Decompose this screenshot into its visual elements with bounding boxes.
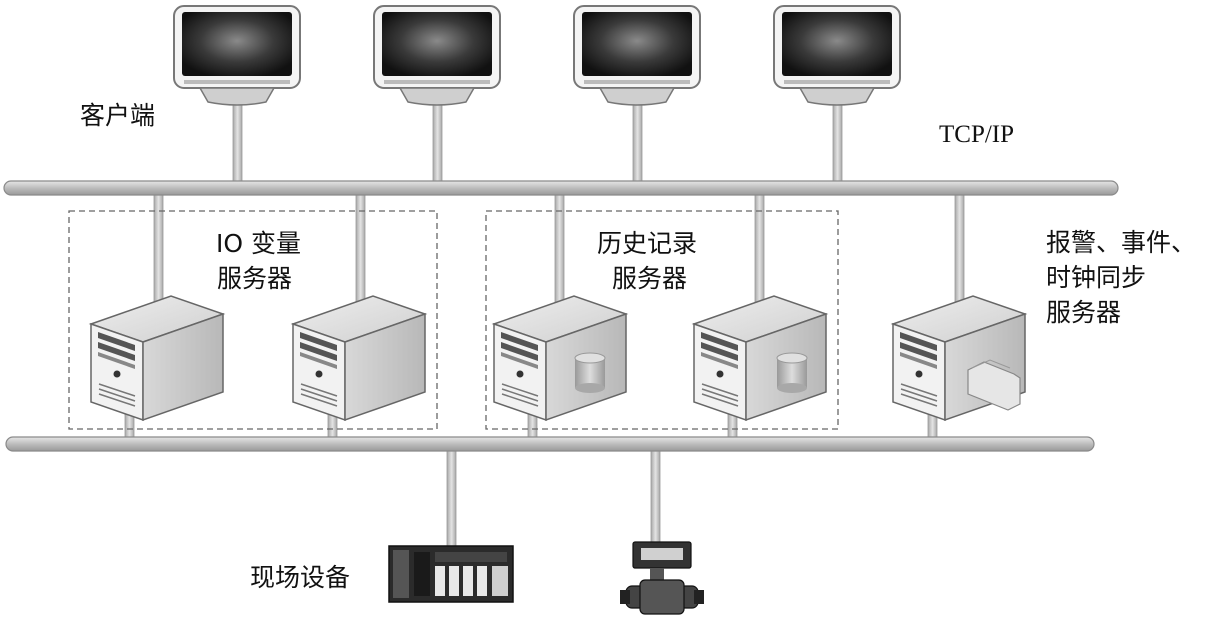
servers <box>90 295 1026 421</box>
field-connectors <box>446 447 661 549</box>
history-server-group <box>485 210 839 430</box>
history-server-label-line2: 服务器 <box>612 264 688 293</box>
client-monitors <box>173 5 901 106</box>
monitor-icon <box>573 5 701 106</box>
monitor-icon <box>373 5 501 106</box>
alarm-server-label-line2: 时钟同步 <box>1046 263 1147 292</box>
monitor-icon <box>773 5 901 106</box>
protocol-label: TCP/IP <box>939 121 1015 148</box>
client-connectors <box>232 95 843 189</box>
field-devices-label: 现场设备 <box>250 563 351 592</box>
field-bus <box>5 436 1095 452</box>
database-cylinder-icon <box>776 352 808 394</box>
monitor-icon <box>173 5 301 106</box>
io-server-label-line2: 服务器 <box>217 264 293 293</box>
tower-server-icon <box>493 295 627 421</box>
clients-label: 客户端 <box>80 101 156 130</box>
folder-icon <box>967 359 1021 411</box>
io-server-label-line1: IO 变量 <box>216 229 301 258</box>
database-cylinder-icon <box>574 352 606 394</box>
tower-server-icon <box>292 295 426 421</box>
history-server-label-line1: 历史记录 <box>597 229 698 258</box>
alarm-server-label-line1: 报警、事件、 <box>1046 228 1197 257</box>
io-server-group <box>68 210 438 430</box>
tcpip-bus <box>3 180 1119 196</box>
plc-rack-icon <box>388 545 514 603</box>
tower-server-icon <box>90 295 224 421</box>
flow-meter-icon <box>620 541 704 615</box>
alarm-server-label-line3: 服务器 <box>1046 298 1122 327</box>
